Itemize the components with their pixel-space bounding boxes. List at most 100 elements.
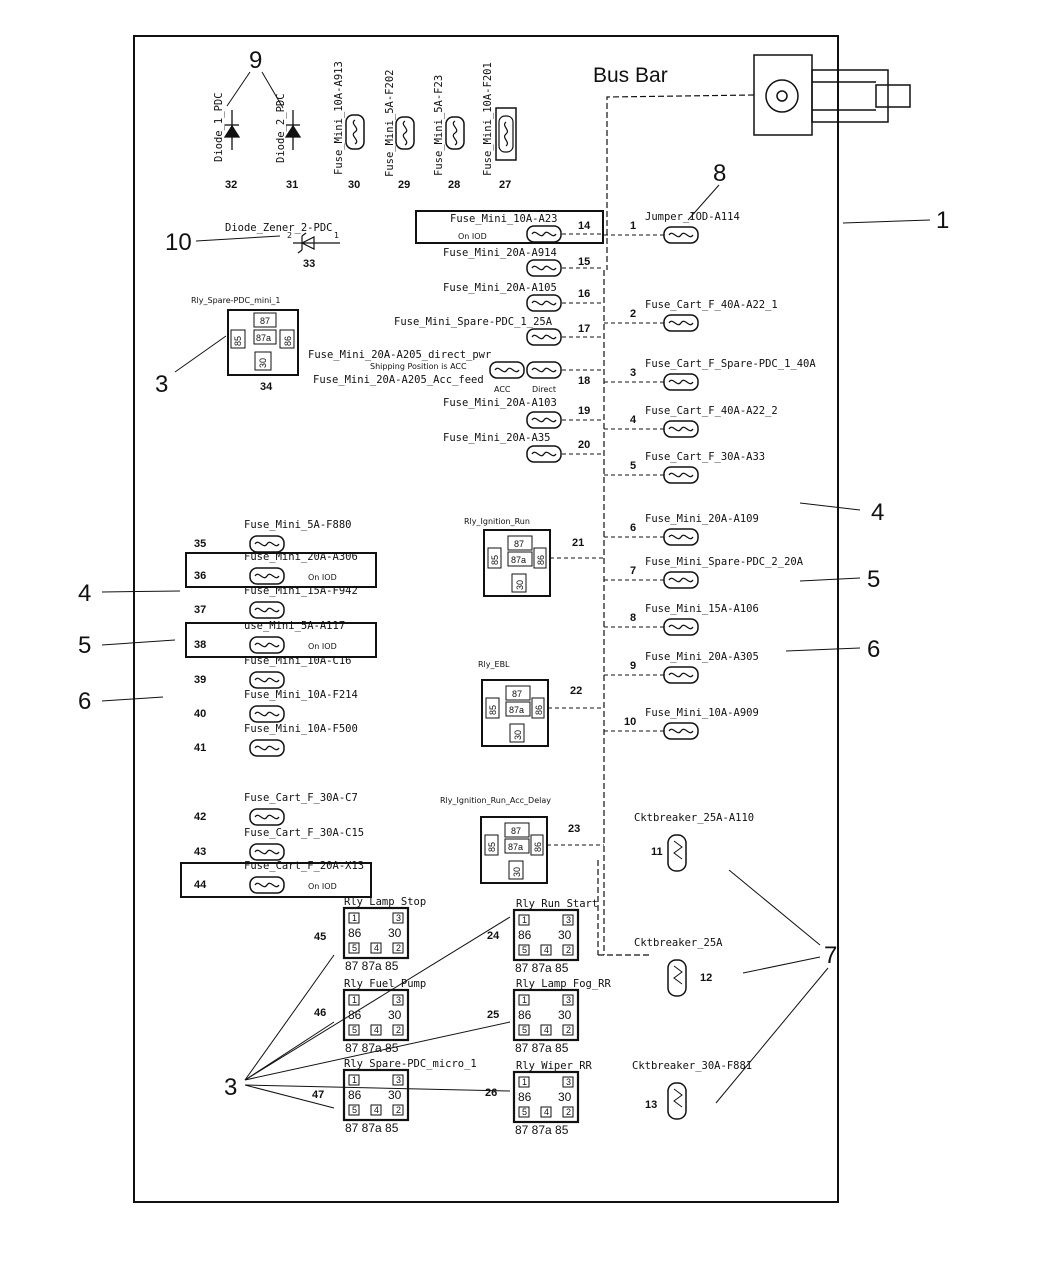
svg-text:5: 5 — [522, 1107, 527, 1117]
fuse-27: Fuse_Mini_10A-F201 27 — [482, 62, 517, 191]
fuse-label: Fuse_Cart_F_30A-C7 — [244, 792, 358, 804]
zener-diode-icon — [293, 232, 340, 254]
pin-row: 87 87a 85 — [345, 959, 399, 973]
iod-box-44 — [180, 862, 372, 898]
pin-86: 86 — [348, 1008, 362, 1022]
fuse-label: Fuse_Mini_20A-A109 — [645, 513, 759, 525]
fuse-icon — [249, 535, 285, 553]
relay-label: Rly_Spare-PDC_micro_1 — [344, 1058, 477, 1070]
fuse-icon — [526, 259, 562, 277]
pin-86: 86 — [536, 555, 546, 565]
pin-row: 87 87a 85 — [345, 1121, 399, 1135]
svg-text:85: 85 — [233, 336, 243, 346]
breaker-label: Cktbreaker_25A — [634, 937, 723, 949]
fuse-label: Fuse_Mini_20A-A305 — [645, 651, 759, 663]
svg-text:2: 2 — [396, 1105, 401, 1115]
svg-text:Diode_1_PDC: Diode_1_PDC — [213, 92, 225, 162]
pin-85: 85 — [487, 842, 497, 852]
fuse-number: 16 — [578, 288, 590, 300]
svg-text:1: 1 — [352, 1075, 357, 1085]
fuse-number: 3 — [630, 367, 636, 379]
fuse-icon — [663, 722, 699, 740]
svg-text:Fuse_Mini_5A-F202: Fuse_Mini_5A-F202 — [384, 70, 396, 177]
fuse-number: 9 — [630, 660, 636, 672]
svg-text:33: 33 — [303, 258, 315, 270]
fuse-label: Fuse_Mini_15A-F942 — [244, 585, 358, 597]
svg-text:87a: 87a — [256, 333, 271, 343]
svg-text:31: 31 — [286, 179, 298, 191]
svg-text:Shipping Position is ACC: Shipping Position is ACC — [370, 362, 467, 371]
svg-text:Direct: Direct — [532, 385, 556, 394]
fuse-label: Fuse_Mini_10A-A909 — [645, 707, 759, 719]
relay-number: 24 — [487, 930, 500, 942]
pin-85: 85 — [488, 705, 498, 715]
callout-8: 8 — [713, 160, 726, 187]
pin-86: 86 — [518, 1090, 532, 1104]
pin-87a: 87a — [509, 705, 524, 715]
pin-87: 87 — [511, 826, 521, 836]
fuse-number: 1 — [630, 220, 636, 232]
svg-text:Diode_2_PDC: Diode_2_PDC — [275, 93, 287, 163]
iod-box-14 — [415, 210, 604, 244]
svg-text:2: 2 — [396, 1025, 401, 1035]
callout-1: 1 — [936, 207, 949, 234]
breaker-icon — [667, 959, 687, 997]
svg-text:2: 2 — [287, 231, 292, 240]
fuse-label: Fuse_Mini_15A-A106 — [645, 603, 759, 615]
fuse-number: 35 — [194, 538, 206, 550]
breaker-number: 11 — [651, 846, 663, 858]
fuse-number: 43 — [194, 846, 206, 858]
fuse-label: Fuse_Cart_F_40A-A22_2 — [645, 405, 778, 417]
fuse-number: 44 — [194, 879, 207, 891]
svg-text:3: 3 — [566, 995, 571, 1005]
fuse-label: Fuse_Cart_F_30A-C15 — [244, 827, 364, 839]
svg-text:1: 1 — [334, 231, 339, 240]
pin-30: 30 — [388, 1008, 402, 1022]
callout-leaders — [101, 71, 931, 1109]
fuse-label: Jumper_IOD-A114 — [645, 211, 740, 223]
pin-30: 30 — [388, 926, 402, 940]
fuse-18-pair: Fuse_Mini_20A-A205_direct_pwr Shipping P… — [308, 349, 604, 394]
right-fuse-9: 9 Fuse_Mini_20A-A305 — [604, 651, 759, 684]
svg-text:86: 86 — [283, 336, 293, 346]
fuse-label: Fuse_Mini_10A-F214 — [244, 689, 358, 701]
fuse-number: 10 — [624, 716, 636, 728]
pin-30: 30 — [388, 1088, 402, 1102]
iod-note: On IOD — [308, 573, 337, 582]
relay-number: 47 — [312, 1089, 324, 1101]
pin-87: 87 — [512, 689, 522, 699]
svg-text:1: 1 — [352, 913, 357, 923]
diode-icon — [284, 110, 302, 150]
svg-text:5: 5 — [522, 1025, 527, 1035]
fuse-number: 36 — [194, 570, 206, 582]
callout-3-bottom: 3 — [224, 1074, 237, 1101]
relay-34: Rly_Spare-PDC_mini_1 85 87 87a 86 30 34 — [191, 296, 299, 393]
fuse-28: Fuse_Mini_5A-F23 28 — [433, 75, 465, 191]
fuse-30: Fuse_Mini_10A-A913 30 — [333, 61, 365, 191]
svg-text:28: 28 — [448, 179, 460, 191]
iod-note: On IOD — [308, 882, 337, 891]
svg-text:3: 3 — [566, 915, 571, 925]
pin-86: 86 — [518, 928, 532, 942]
callout-4-right: 4 — [871, 499, 884, 526]
relay-label: Rly_Lamp_Stop — [344, 896, 426, 908]
pin-30: 30 — [515, 580, 525, 590]
bus-bar-title: Bus Bar — [593, 64, 668, 87]
breaker-label: Cktbreaker_30A-F881 — [632, 1060, 752, 1072]
iod-box-36 — [185, 552, 377, 588]
fuse-number: 4 — [630, 414, 637, 426]
fuse-number: 40 — [194, 708, 206, 720]
callout-6-left: 6 — [78, 688, 91, 715]
svg-text:3: 3 — [396, 1075, 401, 1085]
svg-text:87: 87 — [260, 316, 270, 326]
svg-text:3: 3 — [396, 913, 401, 923]
